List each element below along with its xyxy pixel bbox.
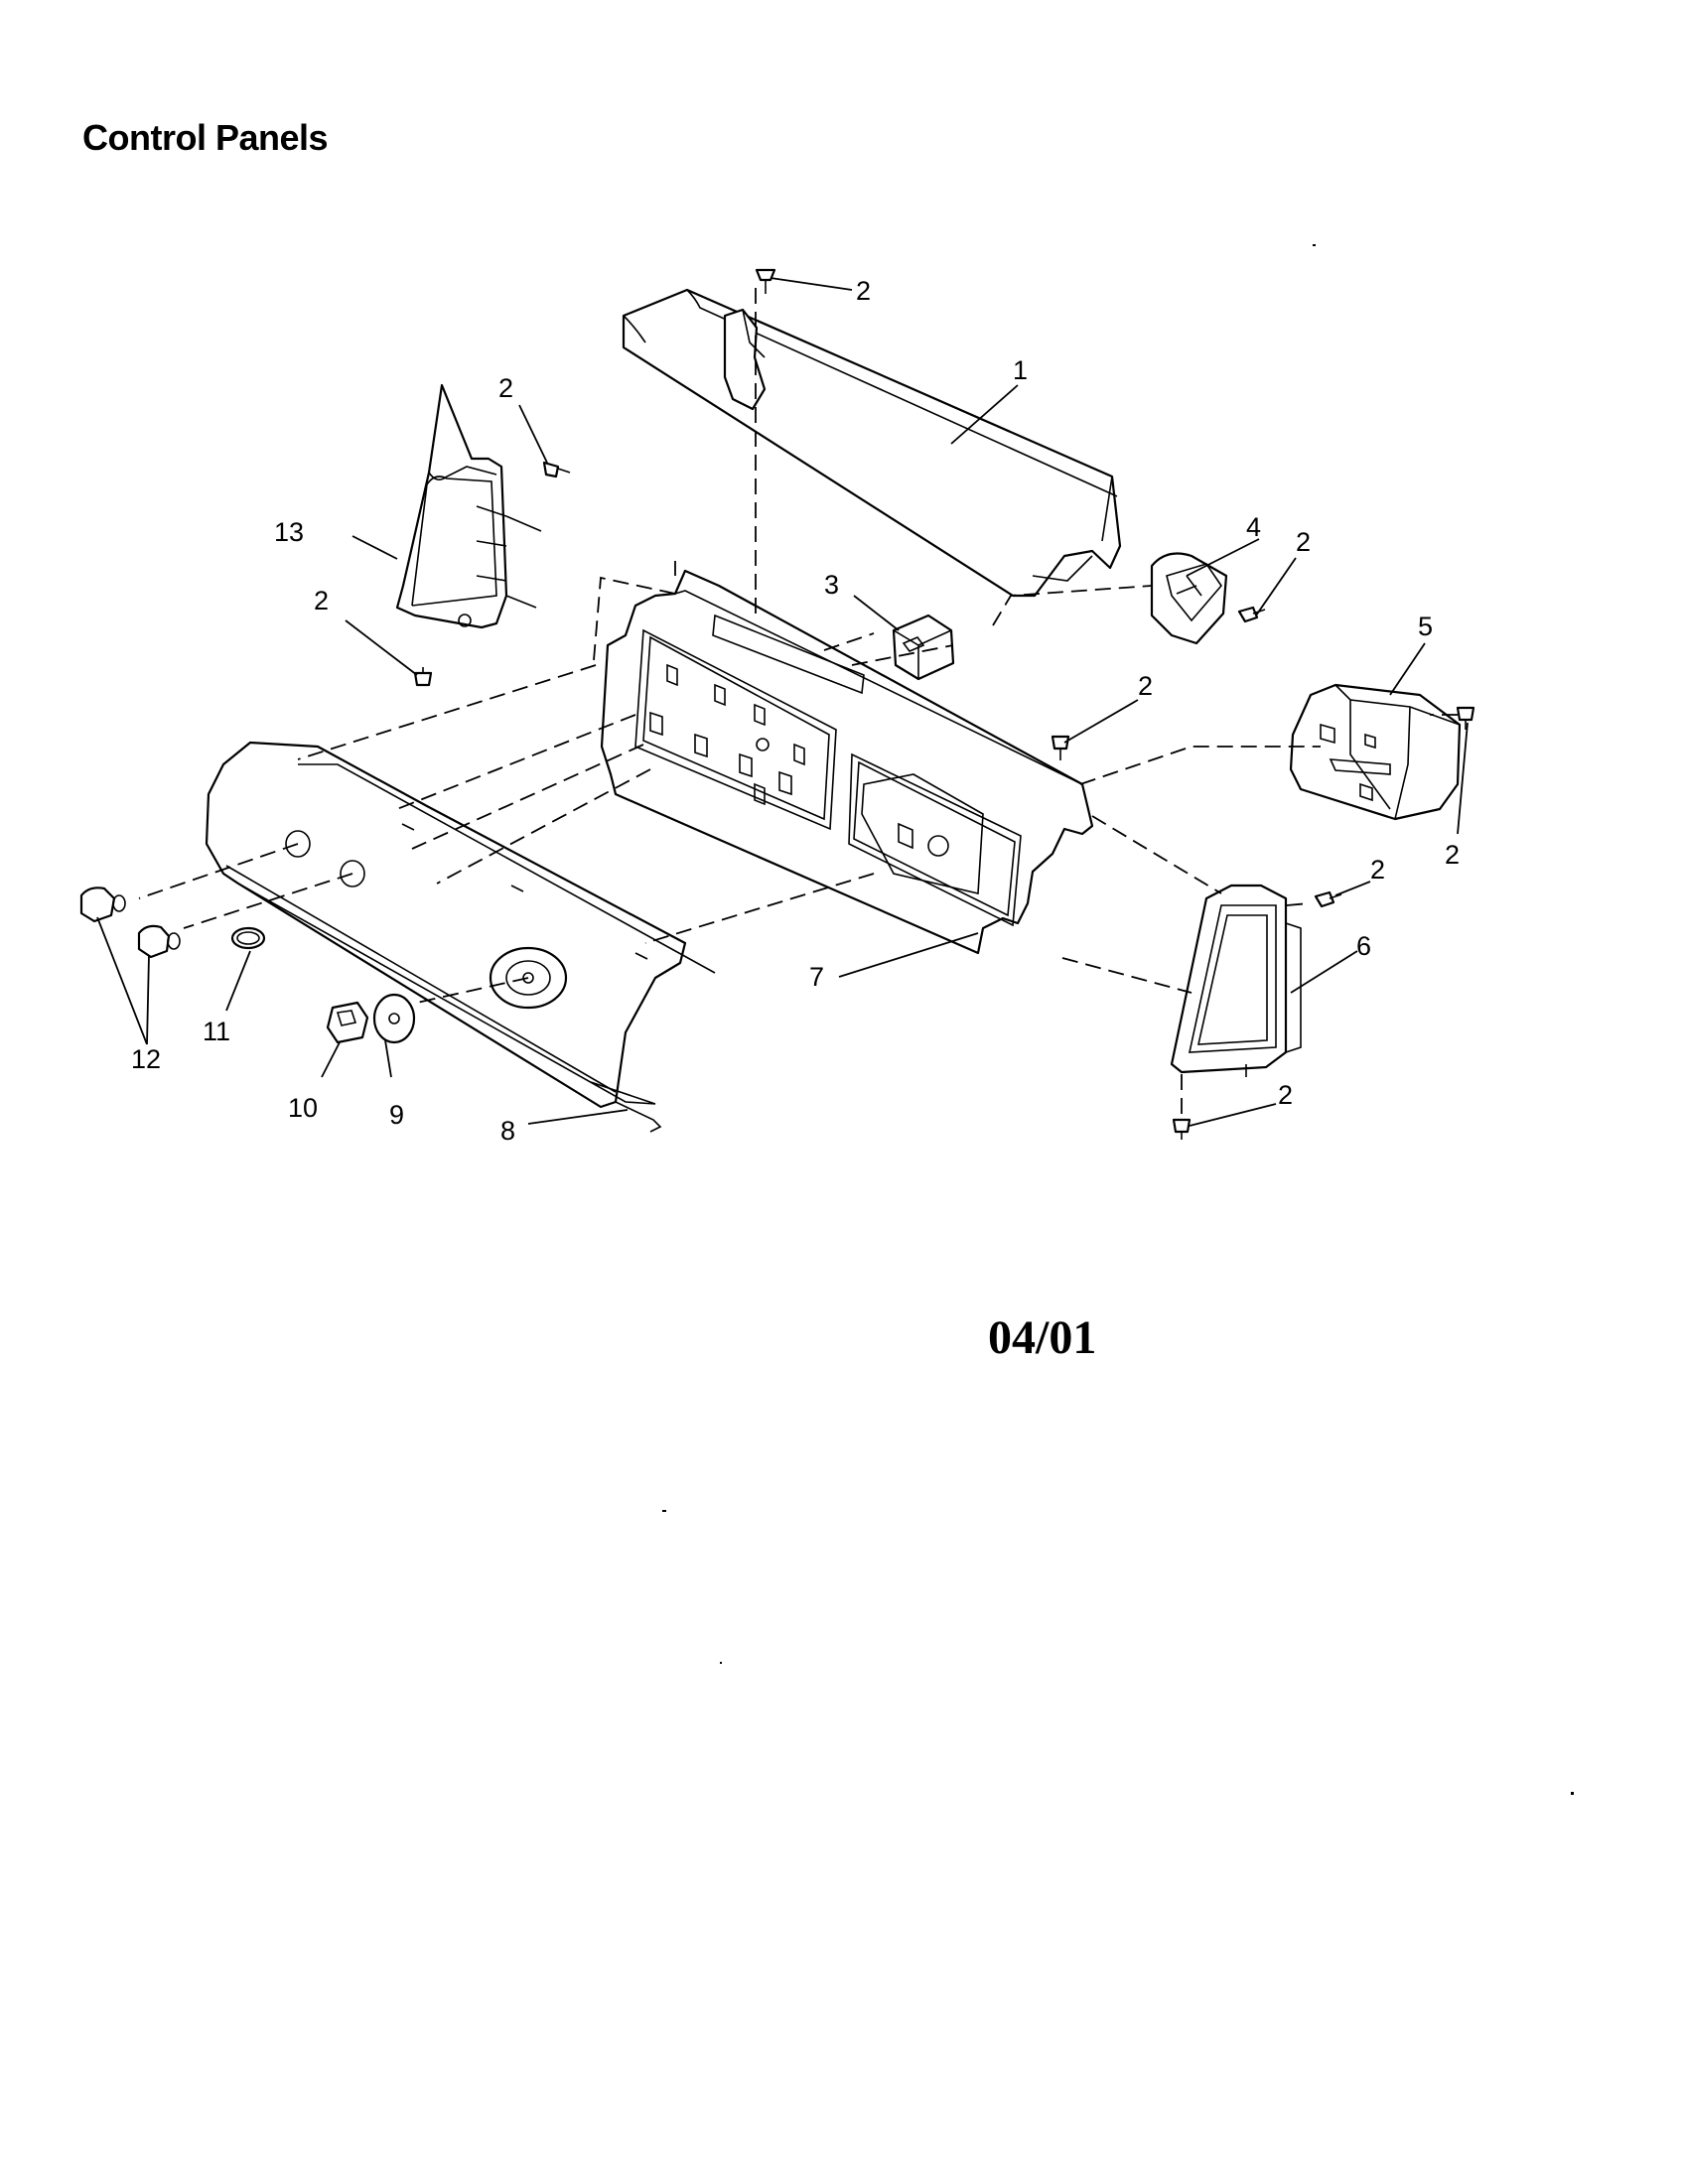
callout-2-rotary-switch: 2 (1296, 527, 1311, 557)
callout-9: 9 (389, 1100, 404, 1130)
callout-12: 12 (131, 1044, 161, 1074)
leader-lines (96, 277, 1469, 1127)
callout-4: 4 (1246, 512, 1261, 542)
rotary-switch (1150, 552, 1228, 645)
callout-10: 10 (288, 1093, 318, 1123)
callout-1: 1 (1013, 355, 1028, 385)
callout-2-right-cap-top: 2 (1370, 855, 1385, 885)
timer (1289, 683, 1462, 821)
screw-2a (755, 268, 776, 294)
callout-13: 13 (274, 517, 304, 547)
callouts: 1 2 2 2 2 2 2 2 2 3 4 5 6 7 8 9 10 11 12… (131, 276, 1460, 1146)
knob-9 (372, 993, 416, 1044)
console-back-panel (600, 569, 1094, 955)
screw-2f (1456, 706, 1475, 730)
knob-10 (326, 1001, 369, 1044)
callout-2-right-cap-bottom: 2 (1278, 1080, 1293, 1110)
callout-8: 8 (500, 1116, 515, 1146)
small-switch (892, 614, 955, 681)
screw-2b (542, 461, 571, 478)
screw-2d (1237, 606, 1266, 623)
callout-7: 7 (809, 962, 824, 992)
screw-2c (413, 667, 433, 687)
page-title: Control Panels (82, 117, 329, 158)
push-button-12a (79, 887, 126, 923)
callout-3: 3 (824, 570, 839, 600)
right-end-cap (1170, 884, 1302, 1077)
front-control-panel (205, 741, 716, 1133)
callout-6: 6 (1356, 931, 1371, 961)
callout-2-timer: 2 (1445, 840, 1460, 870)
callout-11: 11 (203, 1017, 230, 1046)
callout-2-left-cap-top: 2 (498, 373, 513, 403)
push-button-12b (137, 924, 181, 959)
assembly-lines (138, 288, 1458, 1117)
callout-2-back-panel: 2 (1138, 671, 1153, 701)
callout-5: 5 (1418, 612, 1433, 641)
callout-2-left-cap-bottom: 2 (314, 586, 329, 615)
left-end-cap (395, 383, 542, 629)
screw-2e (1051, 735, 1070, 760)
ring-11 (230, 926, 266, 950)
date-code: 04/01 (988, 1311, 1097, 1364)
scan-specks (662, 244, 1574, 1795)
console-cover (622, 288, 1122, 598)
screw-2h (1172, 1118, 1192, 1140)
callout-2-top: 2 (856, 276, 871, 306)
screw-2g (1314, 890, 1342, 908)
